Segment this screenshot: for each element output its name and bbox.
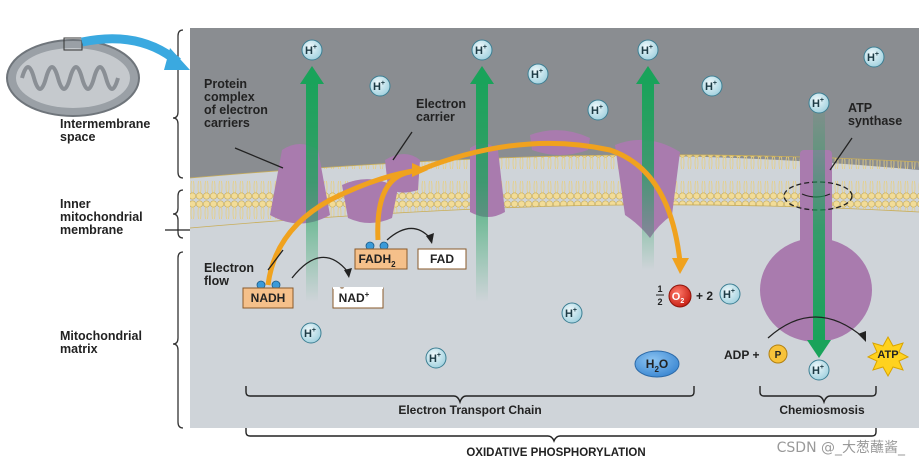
fad-label: FAD bbox=[430, 252, 454, 266]
h-ion: H+ bbox=[301, 39, 323, 61]
svg-text:FADH2: FADH2 bbox=[358, 252, 396, 269]
h-ion-label: H+ bbox=[591, 104, 603, 117]
bracket-labels: Electron Transport Chain Chemiosmosis OX… bbox=[398, 403, 865, 459]
h-ion: H+ bbox=[808, 359, 830, 381]
h-ion-label: H+ bbox=[705, 80, 717, 93]
h-ion-label: H+ bbox=[304, 327, 316, 340]
reaction-arrows bbox=[165, 131, 865, 339]
phosphate-label: P bbox=[775, 350, 782, 361]
oxygen-molecule bbox=[668, 284, 692, 308]
watermark: CSDN @_大葱蘸酱_ bbox=[776, 440, 905, 456]
intermembrane-region bbox=[190, 28, 919, 178]
h-ion-label: H+ bbox=[531, 68, 543, 81]
electron-dots bbox=[256, 241, 389, 290]
h-ion-label: H+ bbox=[305, 44, 317, 57]
h-ion: H+ bbox=[527, 63, 549, 85]
fad-box bbox=[417, 248, 467, 270]
h2o-label: H bbox=[646, 357, 655, 371]
h-ion-label: H+ bbox=[641, 44, 653, 57]
half-denominator: 2 bbox=[657, 297, 662, 307]
h-ion-label: H+ bbox=[812, 364, 824, 377]
h-ion-label: H+ bbox=[723, 288, 735, 301]
h-ion-label: H+ bbox=[812, 97, 824, 110]
h-ion-label: H+ bbox=[429, 352, 441, 365]
h-ion: H+ bbox=[701, 75, 723, 97]
chemiosmosis-label: Chemiosmosis bbox=[779, 403, 865, 417]
h-ion-label: H+ bbox=[373, 80, 385, 93]
svg-text:O2: O2 bbox=[672, 291, 685, 305]
nad-label: NAD bbox=[339, 291, 365, 305]
svg-text:NADH: NADH bbox=[251, 291, 286, 305]
h-ion-label: H+ bbox=[565, 307, 577, 320]
mitochondrion-icon bbox=[6, 34, 190, 117]
o2-label: O bbox=[672, 291, 681, 303]
h-ion-label: H+ bbox=[867, 51, 879, 64]
fadh2-label: FADH bbox=[358, 252, 391, 266]
svg-text:NAD+: NAD+ bbox=[339, 290, 370, 305]
water-molecule bbox=[634, 350, 680, 378]
plus-two-label: + 2 bbox=[696, 289, 713, 303]
h-ion: H+ bbox=[369, 75, 391, 97]
oxphos-label: OXIDATIVE PHOSPHORYLATION bbox=[466, 447, 645, 459]
region-braces bbox=[172, 29, 184, 429]
half-numerator: 1 bbox=[657, 284, 662, 294]
svg-text:H2O: H2O bbox=[646, 357, 668, 374]
electron-flow-arrows bbox=[265, 140, 683, 286]
h-ion: H+ bbox=[719, 283, 741, 305]
phosphate-molecule bbox=[768, 344, 788, 364]
h-ion: H+ bbox=[425, 347, 447, 369]
etc-label: Electron Transport Chain bbox=[398, 403, 541, 417]
h-ion-label: H+ bbox=[475, 44, 487, 57]
svg-text:FAD: FAD bbox=[430, 252, 454, 266]
bottom-brackets bbox=[245, 386, 877, 443]
h-ion: H+ bbox=[471, 39, 493, 61]
proton-ions: H+ H+ H+ H+ H+ H+ H+ H+ H+ H+ H+ H+ H+ H+ bbox=[300, 39, 885, 381]
atp-burst bbox=[866, 335, 910, 378]
molecule-labels: NADH NAD+ FADH2 FAD 1 2 O2 + 2 H2O ADP +… bbox=[251, 252, 899, 374]
h-ion: H+ bbox=[637, 39, 659, 61]
proton-pump-arrows bbox=[300, 66, 831, 358]
nadh-label: NADH bbox=[251, 291, 286, 305]
h-ion: H+ bbox=[587, 99, 609, 121]
h-ion: H+ bbox=[561, 302, 583, 324]
fadh2-box bbox=[354, 248, 408, 270]
h-ion: H+ bbox=[300, 322, 322, 344]
nadh-box bbox=[242, 287, 294, 309]
atp-label: ATP bbox=[877, 349, 898, 361]
h-ion: H+ bbox=[808, 92, 830, 114]
h-ion: H+ bbox=[863, 46, 885, 68]
adp-plus-label: ADP + bbox=[724, 348, 759, 362]
